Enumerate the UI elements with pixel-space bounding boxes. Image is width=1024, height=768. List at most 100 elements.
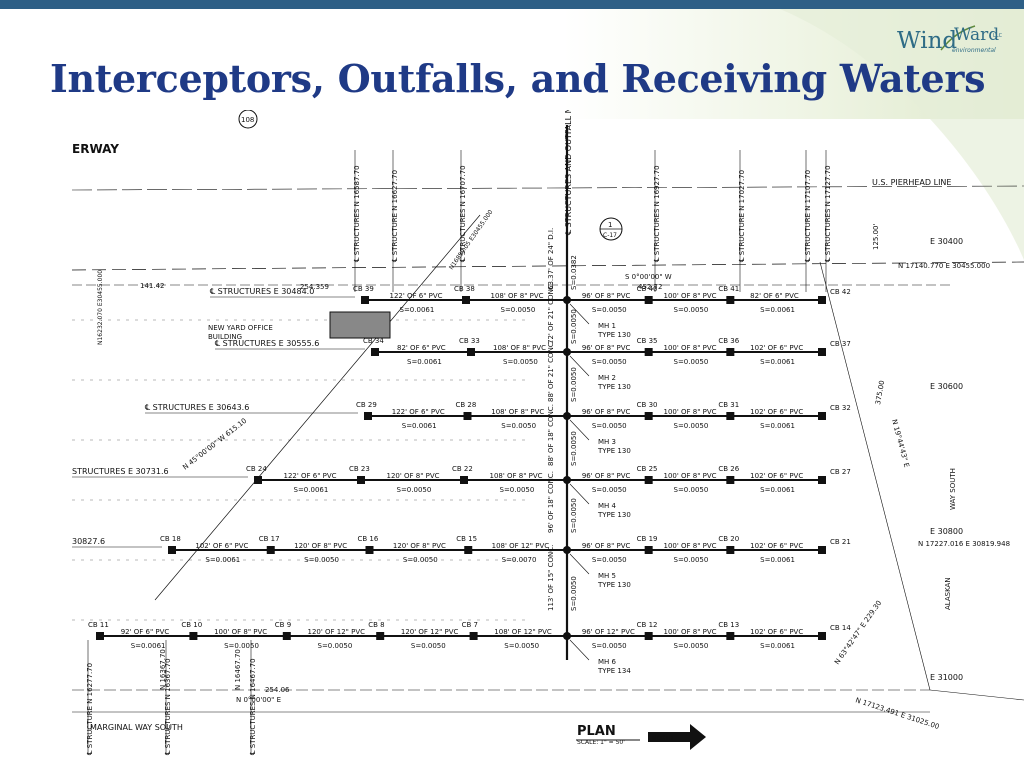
office-label-line1: NEW YARD OFFICE bbox=[208, 324, 273, 332]
catch-basin-marker bbox=[818, 296, 826, 304]
pipe-slope-label: S=0.0050 bbox=[674, 486, 709, 494]
pipe-slope-label: S=0.0061 bbox=[294, 486, 329, 494]
top-structure-label: ℄ STRUCTURE N 17027.70 bbox=[738, 170, 746, 262]
logo-swoosh-icon bbox=[940, 25, 976, 51]
pipe-label: 100' OF 8" PVC bbox=[214, 628, 267, 636]
pipe-label: 92' OF 6" PVC bbox=[121, 628, 170, 636]
pipe-label: 96' OF 8" PVC bbox=[582, 292, 631, 300]
pipe-slope-label: S=0.0061 bbox=[131, 642, 166, 650]
pipe-slope-label: S=0.0050 bbox=[411, 642, 446, 650]
logo-llc: LLC bbox=[993, 33, 1003, 39]
pipe-slope-label: S=0.0050 bbox=[592, 422, 627, 430]
pipe-slope-label: S=0.0061 bbox=[760, 556, 795, 564]
catch-basin-marker bbox=[189, 632, 198, 640]
pipe-slope-label: S=0.0050 bbox=[403, 556, 438, 564]
pipe-slope-label: S=0.0050 bbox=[397, 486, 432, 494]
outfall-slope: S=0.0382 bbox=[570, 255, 578, 290]
manhole-type-label: TYPE 130 bbox=[597, 581, 631, 589]
road-station-label: N16859.05 E30455.000 bbox=[448, 209, 495, 272]
pipe-label: 108' OF 12" PVC bbox=[494, 628, 552, 636]
catch-basin-marker bbox=[644, 632, 653, 640]
catch-basin-label: CB 26 bbox=[718, 465, 739, 473]
north-arrow-icon bbox=[648, 724, 706, 750]
manhole-type-label: TYPE 130 bbox=[597, 331, 631, 339]
catch-basin-marker bbox=[282, 632, 291, 640]
row-structure-label: STRUCTURES E 30731.6 bbox=[72, 467, 169, 476]
pipe-label: 120' OF 8" PVC bbox=[294, 542, 347, 550]
pipe-slope-label: S=0.0061 bbox=[760, 306, 795, 314]
row-structure-label: ℄ STRUCTURES E 30484.0 bbox=[210, 287, 314, 296]
bottom-structure-label: ℄ STRUCTURES N 16467.70 bbox=[249, 658, 257, 755]
pipe-slope-label: S=0.0050 bbox=[592, 486, 627, 494]
pipe-label: 82' OF 6" PVC bbox=[397, 344, 446, 352]
pipe-label: 96' OF 12" PVC bbox=[582, 628, 635, 636]
pipe-label: 102' OF 6" PVC bbox=[750, 542, 803, 550]
catch-basin-marker bbox=[644, 296, 653, 304]
catch-basin-marker bbox=[376, 632, 385, 640]
manhole-type-label: TYPE 130 bbox=[597, 511, 631, 519]
pipe-slope-label: S=0.0061 bbox=[760, 486, 795, 494]
pipe-label: 102' OF 6" PVC bbox=[750, 408, 803, 416]
trunk-slope-label: S=0.0050 bbox=[570, 576, 578, 611]
pipe-label: 100' OF 8" PVC bbox=[664, 542, 717, 550]
pipe-label: 96' OF 8" PVC bbox=[582, 472, 631, 480]
pipe-slope-label: S=0.0070 bbox=[502, 556, 537, 564]
trunk-slope-label: S=0.0050 bbox=[570, 309, 578, 344]
catch-basin-label: CB 35 bbox=[637, 337, 658, 345]
route-shield-number: 108 bbox=[241, 116, 254, 124]
pipe-slope-label: S=0.0050 bbox=[674, 306, 709, 314]
row-structure-label: 30827.6 bbox=[72, 537, 105, 546]
pipe-label: 102' OF 6" PVC bbox=[195, 542, 248, 550]
manhole-label: MH 5 bbox=[598, 572, 616, 580]
pipe-slope-label: S=0.0050 bbox=[674, 556, 709, 564]
coord-label: 375.00 bbox=[874, 380, 886, 406]
pipe-label: 96' OF 8" PVC bbox=[582, 542, 631, 550]
logo-tagline: environmental bbox=[952, 47, 996, 54]
section-marker-sheet: C-17 bbox=[603, 232, 617, 239]
logo-word-wind: Wind bbox=[897, 28, 958, 54]
catch-basin-label: CB 13 bbox=[718, 621, 739, 629]
trunk-slope-label: S=0.0050 bbox=[570, 431, 578, 466]
catch-basin-marker bbox=[818, 632, 826, 640]
pipe-label: 122' OF 6" PVC bbox=[392, 408, 445, 416]
top-structure-label: ℄ STRUCTURES N 16587.70 bbox=[353, 165, 361, 262]
route-shield-icon bbox=[238, 110, 258, 129]
catch-basin-marker bbox=[726, 476, 735, 484]
catch-basin-marker bbox=[818, 348, 826, 356]
pipe-slope-label: S=0.0050 bbox=[592, 642, 627, 650]
catch-basin-marker bbox=[644, 546, 653, 554]
pipe-slope-label: S=0.0050 bbox=[503, 358, 538, 366]
pipe-slope-label: S=0.0050 bbox=[501, 306, 536, 314]
pipe-label: 100' OF 8" PVC bbox=[664, 292, 717, 300]
pipe-label: 108' OF 8" PVC bbox=[493, 344, 546, 352]
top-structure-label: ℄ STRUCTURE N 17107.70 bbox=[804, 170, 812, 262]
manhole-type-label: TYPE 130 bbox=[597, 383, 631, 391]
catch-basin-label: CB 8 bbox=[368, 621, 384, 629]
catch-basin-marker bbox=[469, 632, 478, 640]
coord-label: E 30600 bbox=[930, 382, 963, 391]
catch-basin-label: CB 42 bbox=[830, 288, 851, 296]
catch-basin-label: CB 7 bbox=[462, 621, 478, 629]
trunk-pipe-label: 72' OF 21" CONC. bbox=[547, 282, 555, 344]
coord-label: E 30400 bbox=[930, 237, 963, 246]
catch-basin-marker bbox=[726, 348, 735, 356]
manhole-label: MH 3 bbox=[598, 438, 616, 446]
pipe-label: 108' OF 8" PVC bbox=[491, 292, 544, 300]
catch-basin-label: CB 12 bbox=[637, 621, 658, 629]
pipe-slope-label: S=0.0050 bbox=[592, 306, 627, 314]
manhole-marker bbox=[563, 546, 571, 554]
plan-title: PLAN bbox=[577, 724, 616, 739]
catch-basin-marker bbox=[464, 546, 473, 554]
pipe-label: 120' OF 12" PVC bbox=[308, 628, 366, 636]
pipe-label: 100' OF 8" PVC bbox=[664, 628, 717, 636]
catch-basin-marker bbox=[96, 632, 104, 640]
pipe-slope-label: S=0.0050 bbox=[500, 486, 535, 494]
catch-basin-marker bbox=[364, 412, 372, 420]
coord-label: N 63°42'47" E 229.30 bbox=[833, 599, 883, 666]
catch-basin-marker bbox=[361, 296, 369, 304]
catch-basin-label: CB 38 bbox=[454, 285, 475, 293]
catch-basin-marker bbox=[463, 412, 472, 420]
pipe-label: 122' OF 6" PVC bbox=[284, 472, 337, 480]
north-arrow-label: NORTH bbox=[652, 735, 673, 742]
